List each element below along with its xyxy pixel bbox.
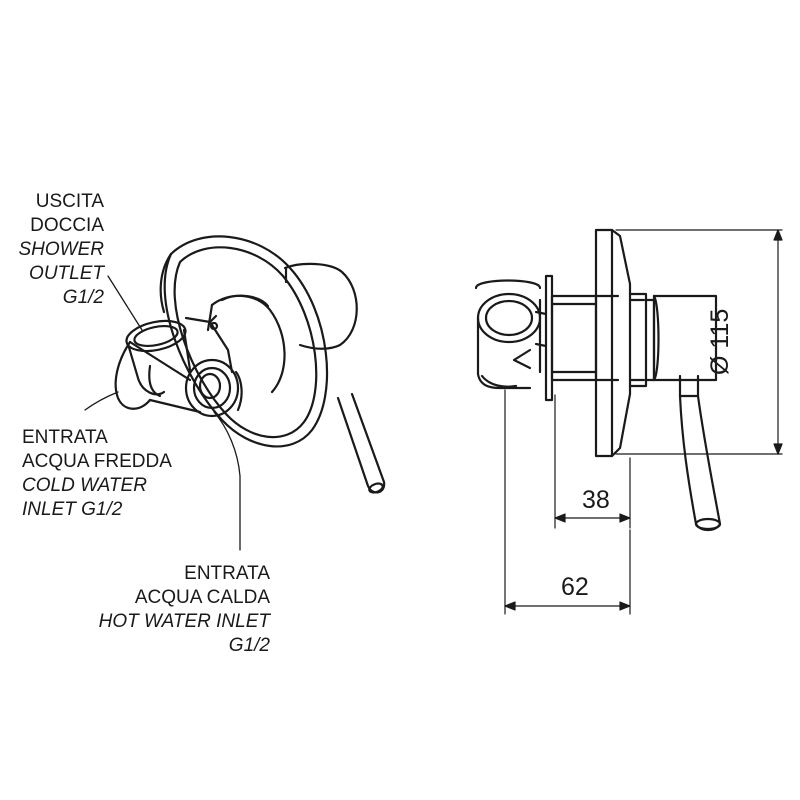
cold-en-line2: INLET G1/2	[22, 499, 123, 520]
hot-en-line1: HOT WATER INLET	[98, 611, 270, 632]
side-wall-plate	[594, 228, 648, 458]
cold-leader	[84, 391, 119, 411]
outlet-it-line1: USCITA	[35, 191, 104, 212]
side-central-body	[550, 294, 620, 382]
shower-outlet	[125, 314, 234, 398]
outlet-en-line2: OUTLET	[29, 263, 104, 284]
inner-body	[206, 294, 286, 394]
side-cartridge	[644, 294, 718, 382]
dim-label-depth-body: 38	[582, 486, 610, 514]
dim-depth-total	[504, 389, 631, 615]
leader-lines	[84, 275, 241, 551]
perspective-view	[84, 235, 386, 551]
side-lever	[678, 374, 722, 532]
dim-label-depth-total: 62	[561, 573, 589, 601]
label-hot-inlet: ENTRATA ACQUA CALDA HOT WATER INLET G1/2	[40, 562, 270, 658]
outlet-leader	[107, 275, 143, 331]
cold-it-line1: ENTRATA	[22, 427, 108, 448]
label-cold-inlet: ENTRATA ACQUA FREDDA COLD WATER INLET G1…	[22, 426, 172, 522]
hot-it-line1: ENTRATA	[184, 563, 270, 584]
label-shower-outlet: USCITA DOCCIA SHOWER OUTLET G1/2	[0, 190, 105, 310]
outlet-thread: G1/2	[62, 287, 104, 308]
lever	[336, 392, 386, 494]
cold-en-line1: COLD WATER	[22, 475, 147, 496]
outlet-it-line2: DOCCIA	[30, 215, 104, 236]
cold-inlet-tube	[114, 340, 202, 414]
side-view	[474, 228, 783, 615]
cold-it-line2: ACQUA FREDDA	[22, 451, 172, 472]
hot-it-line2: ACQUA CALDA	[134, 587, 270, 608]
dim-depth-body	[554, 394, 631, 529]
dim-plate-diameter	[615, 229, 783, 455]
hot-leader	[213, 411, 241, 551]
side-outlet-fitting	[474, 279, 548, 390]
dim-label-plate-diameter: Ø 115	[706, 308, 734, 376]
outlet-en-line1: SHOWER	[18, 239, 105, 260]
wall-plate	[159, 235, 329, 448]
hot-inlet-ring	[184, 358, 243, 418]
hot-thread: G1/2	[228, 635, 270, 656]
